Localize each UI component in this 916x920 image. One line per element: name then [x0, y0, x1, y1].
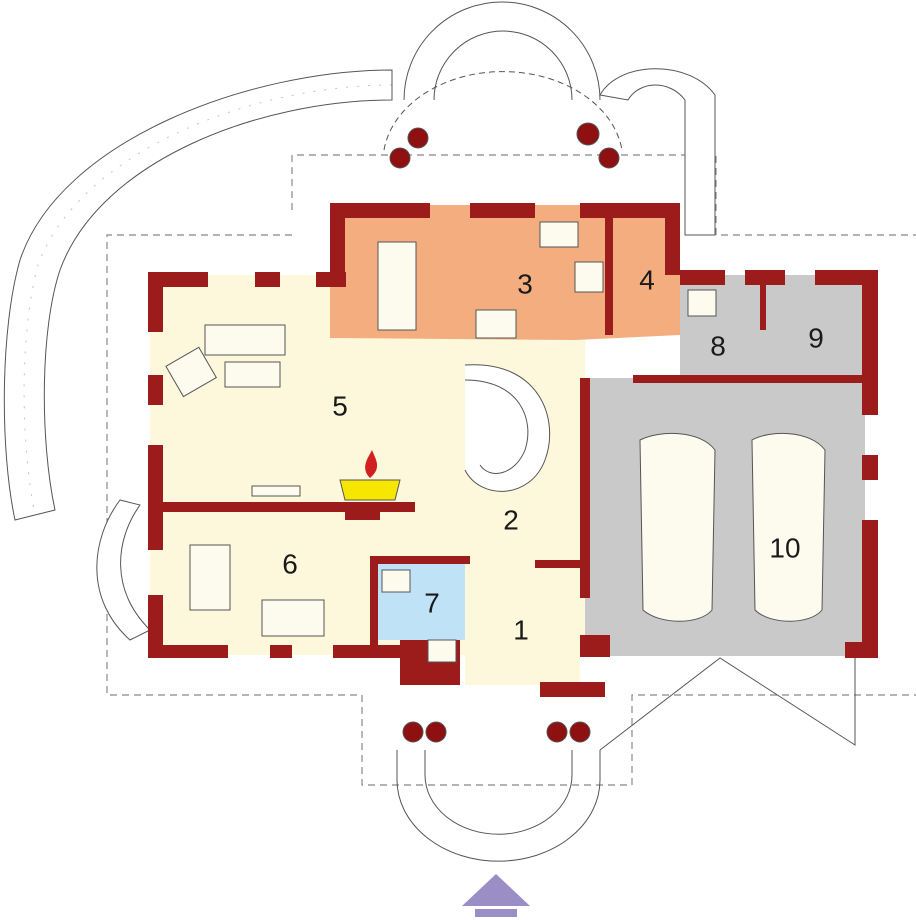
room-label-4: 4	[639, 264, 655, 295]
walls	[148, 203, 878, 697]
room-label-7: 7	[424, 587, 440, 618]
room-label-5: 5	[332, 390, 348, 421]
room-label-3: 3	[517, 268, 533, 299]
room-label-6: 6	[282, 548, 298, 579]
room-label-2: 2	[503, 504, 519, 535]
room-label-9: 9	[808, 322, 824, 353]
room-label-1: 1	[513, 614, 529, 645]
entrance-arrow-base	[475, 909, 517, 917]
room-label-8: 8	[710, 330, 726, 361]
curved-terrace-steps	[3, 68, 716, 641]
top-arches	[383, 1, 623, 169]
entrance-arrow-icon	[462, 874, 530, 906]
terrace-outline	[106, 154, 916, 786]
fireplace-icon	[339, 450, 401, 501]
entrance-porch	[396, 657, 856, 862]
room-label-10: 10	[769, 532, 800, 563]
spiral-staircase	[464, 364, 551, 492]
furniture	[165, 221, 826, 663]
